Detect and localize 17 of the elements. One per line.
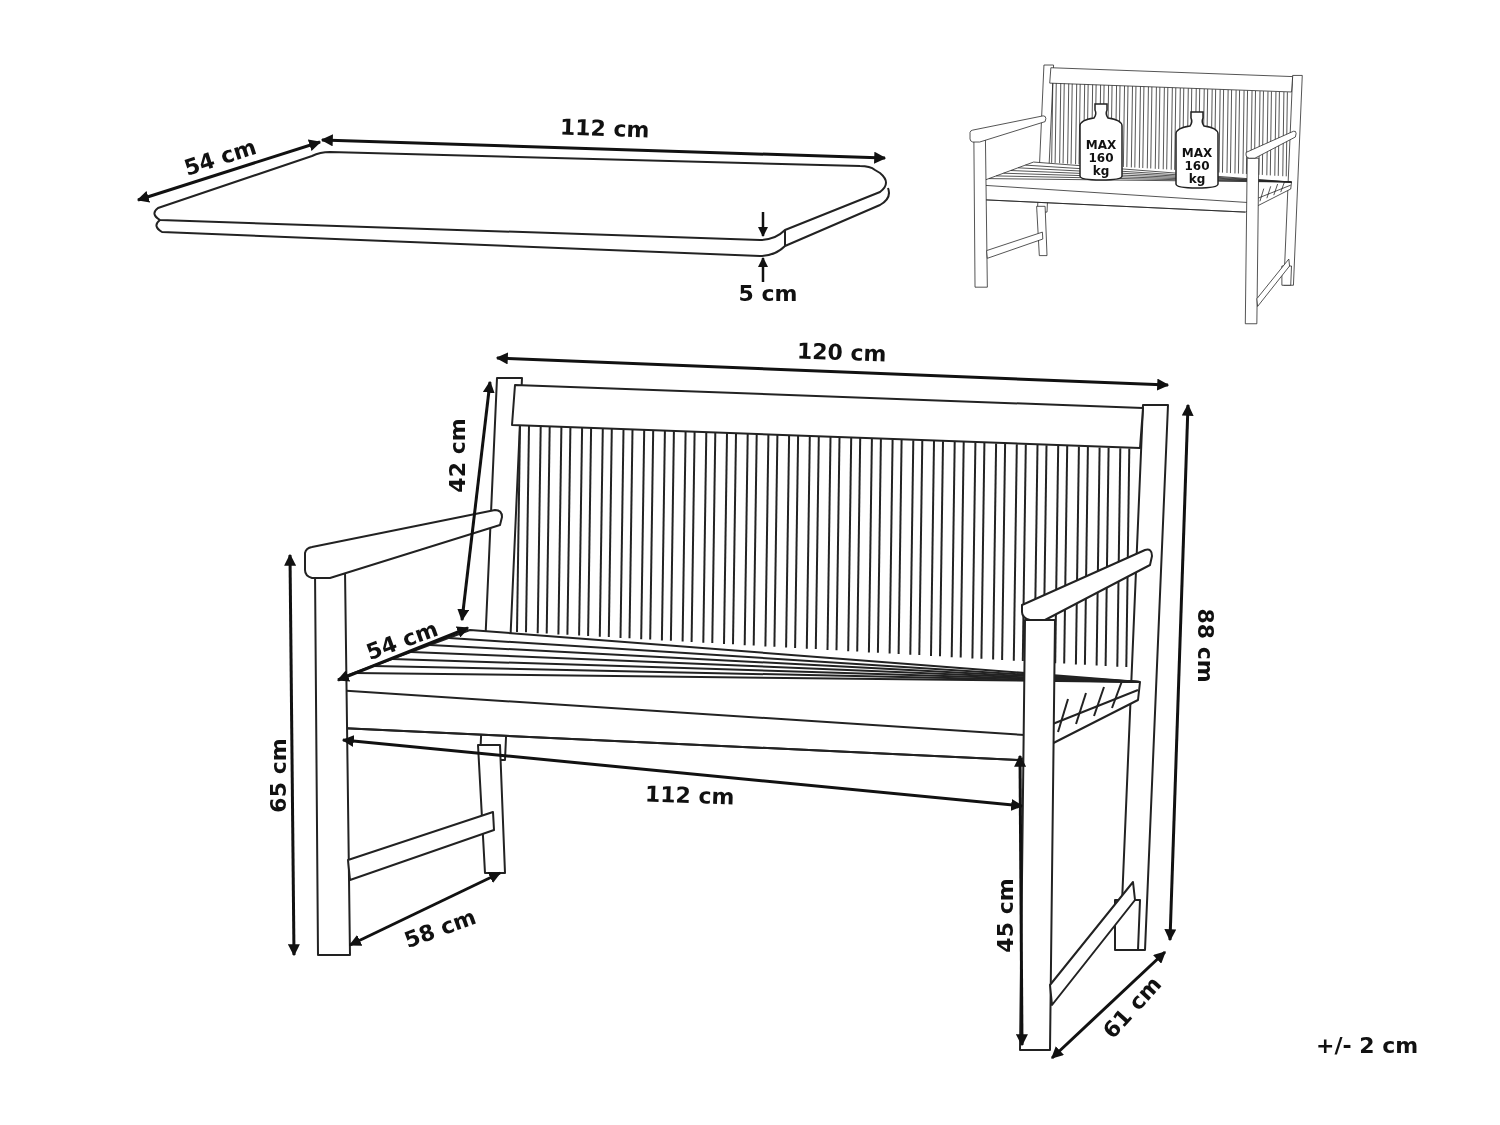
- dimension-label: 65 cm: [265, 737, 291, 813]
- weight-label: MAX 160 kg: [1084, 139, 1118, 178]
- dimension-label: 58 cm: [400, 903, 480, 953]
- dimension-label: 61 cm: [1098, 971, 1167, 1043]
- dimension-label: 120 cm: [796, 337, 887, 367]
- dimension-label: 54 cm: [180, 133, 260, 181]
- dimension-label: 54 cm: [362, 615, 442, 665]
- dimension-label: +/- 2 cm: [1316, 1032, 1419, 1058]
- dimension-label: 112 cm: [559, 113, 650, 143]
- weight: [1174, 110, 1220, 190]
- dimension-label: 45 cm: [992, 877, 1018, 953]
- weight: [1078, 102, 1124, 182]
- dimension-label: 5 cm: [738, 280, 798, 306]
- dimension-label: 88 cm: [1192, 607, 1218, 683]
- dimension-label: 42 cm: [444, 417, 470, 493]
- dimension-label: 112 cm: [644, 780, 735, 810]
- weight-label: MAX 160 kg: [1180, 147, 1214, 186]
